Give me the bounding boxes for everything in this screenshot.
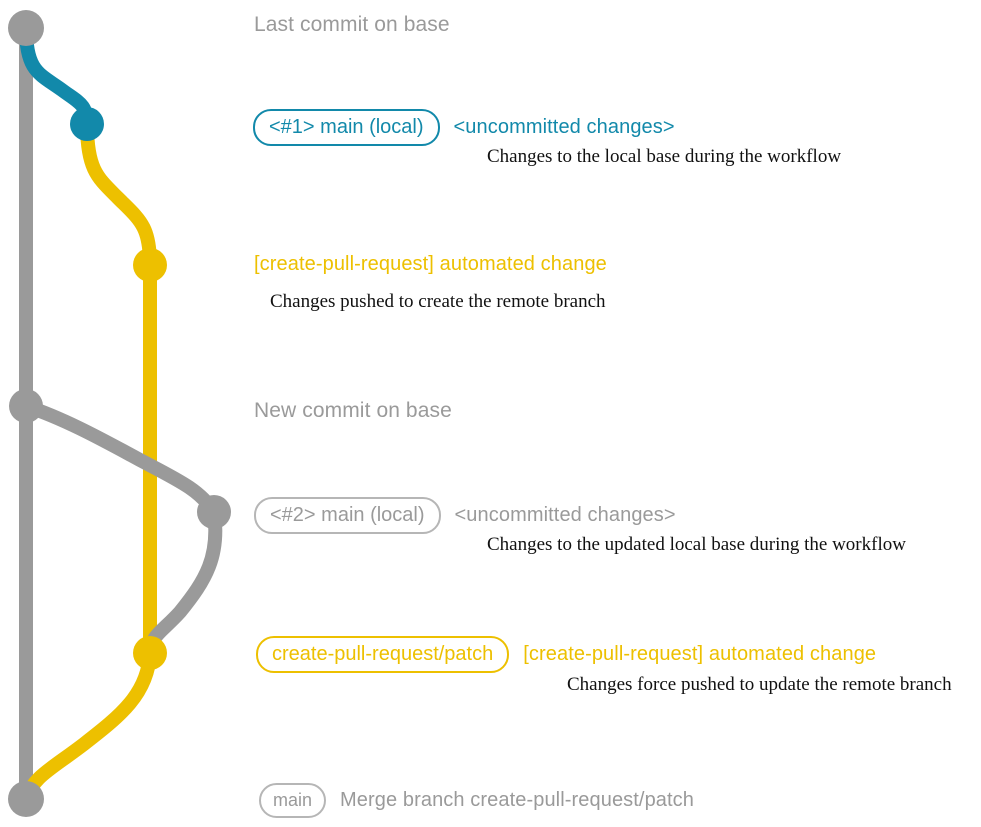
description-local-1: Changes to the local base during the wor… bbox=[487, 146, 842, 167]
subject-automated-change-2: [create-pull-request] automated change bbox=[523, 643, 877, 665]
badge-create-pull-request-patch[interactable]: create-pull-request/patch bbox=[256, 636, 510, 673]
subject-local-1: <uncommitted changes> bbox=[453, 116, 675, 138]
row-last-commit-on-base: Last commit on base bbox=[254, 13, 450, 37]
row-local-1: <#1> main (local) <uncommitted changes> bbox=[253, 109, 675, 146]
commit-node-local-1[interactable] bbox=[70, 107, 104, 141]
badge-main-local-2[interactable]: <#2> main (local) bbox=[254, 497, 441, 534]
row-automated-change-1: [create-pull-request] automated change bbox=[254, 253, 607, 276]
row-automated-change-2: create-pull-request/patch [create-pull-r… bbox=[256, 636, 876, 673]
subject-automated-change-1: [create-pull-request] automated change bbox=[254, 253, 607, 275]
edge-local2-to-patch2 bbox=[143, 505, 223, 660]
subject-local-2: <uncommitted changes> bbox=[454, 504, 676, 526]
edge-base-to-local1 bbox=[19, 21, 94, 131]
edge-basenew-to-local2 bbox=[19, 399, 221, 519]
commit-node-base-head[interactable] bbox=[8, 10, 44, 46]
description-automated-change-1: Changes pushed to create the remote bran… bbox=[270, 291, 606, 312]
commit-node-base-new[interactable] bbox=[9, 389, 43, 423]
commit-node-local-2[interactable] bbox=[197, 495, 231, 529]
edge-patch2-to-merge bbox=[19, 646, 157, 806]
description-automated-change-2: Changes force pushed to update the remot… bbox=[567, 674, 952, 695]
description-local-2: Changes to the updated local base during… bbox=[487, 534, 906, 555]
commit-node-merge[interactable] bbox=[8, 781, 44, 817]
badge-main-local-1[interactable]: <#1> main (local) bbox=[253, 109, 440, 146]
commit-node-patch-2[interactable] bbox=[133, 636, 167, 670]
commit-node-patch-1[interactable] bbox=[133, 248, 167, 282]
row-merge: main Merge branch create-pull-request/pa… bbox=[259, 783, 694, 818]
heading-new-commit-on-base: New commit on base bbox=[254, 399, 452, 422]
badge-main[interactable]: main bbox=[259, 783, 327, 818]
row-new-commit-on-base: New commit on base bbox=[254, 399, 452, 423]
row-local-2: <#2> main (local) <uncommitted changes> bbox=[254, 497, 676, 534]
edge-local1-to-patch1 bbox=[80, 117, 157, 272]
heading-last-commit-on-base: Last commit on base bbox=[254, 13, 450, 36]
subject-merge: Merge branch create-pull-request/patch bbox=[340, 789, 695, 811]
